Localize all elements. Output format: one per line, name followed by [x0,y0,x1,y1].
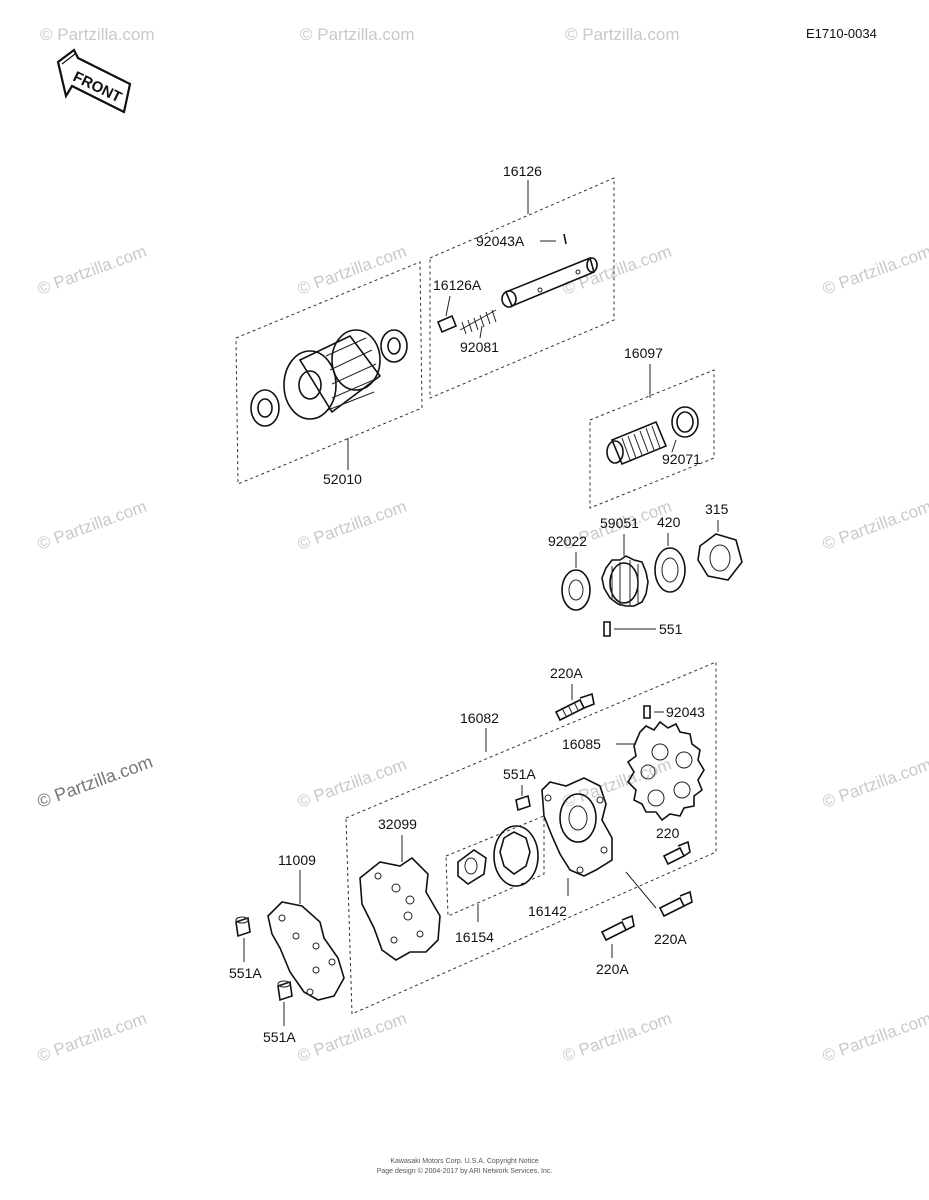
footer-copyright: Kawasaki Motors Corp. U.S.A. Copyright N… [390,1158,539,1165]
leader-16126A [445,295,451,317]
label-16085: 16085 [562,736,601,752]
oil-filter-part [250,329,408,427]
bolt-220-part [662,840,691,866]
watermark: © Partzilla.com [295,497,409,554]
label-16126A: 16126A [433,277,482,293]
label-16097: 16097 [624,345,663,361]
watermark: © Partzilla.com [35,1009,149,1066]
label-220A-top: 220A [550,665,583,681]
watermark: © Partzilla.com [35,497,149,554]
footer-page-design: Page design © 2004-2017 by ARI Network S… [376,1168,553,1175]
label-220A-bottom: 220A [596,961,629,977]
watermark: © Partzilla.com [295,1009,409,1066]
label-551A-mid: 551A [503,766,536,782]
watermark: © Partzilla.com [295,242,409,299]
label-11009: 11009 [278,852,316,868]
group-16097-box [589,369,715,509]
label-220A-right: 220A [654,931,687,947]
label-52010: 52010 [323,471,362,487]
label-32099: 32099 [378,816,417,832]
leader-92071 [671,439,677,453]
watermark: © Partzilla.com [820,755,929,812]
label-420: 420 [657,514,681,530]
watermark: © Partzilla.com [35,242,149,299]
label-315: 315 [705,501,729,517]
washer-92022-part [561,569,591,611]
leader-92081 [479,325,483,339]
watermark: © Partzilla.com [820,1009,929,1066]
gear-59051-part [601,555,649,607]
watermark: © Partzilla.com [295,755,409,812]
pin-551A-left-part [235,916,251,938]
gasket-11009-part [267,901,345,1001]
label-59051: 59051 [600,515,639,531]
bolt-220A-right-part [658,890,693,918]
pump-body-16142-part [541,777,613,877]
pin-92043-part [643,705,651,719]
label-92081: 92081 [460,339,499,355]
watermark: © Partzilla.com [560,1009,674,1066]
label-92022: 92022 [548,533,587,549]
relief-valve-part [436,233,598,335]
watermark: © Partzilla.com [560,755,674,812]
nut-315-part [697,533,743,581]
oil-screen-part [606,406,699,466]
label-92043A: 92043A [476,233,525,249]
watermark: © Partzilla.com [565,25,680,44]
watermark: © Partzilla.com [820,242,929,299]
label-220: 220 [656,825,680,841]
plate-32099-part [359,856,441,961]
label-92071: 92071 [662,451,701,467]
label-16082: 16082 [460,710,499,726]
sprocket-16085-part [626,720,705,822]
watermark: © Partzilla.com [40,25,155,44]
label-92043: 92043 [666,704,705,720]
rotor-16154-part [457,825,539,887]
label-551A-bottom: 551A [263,1029,296,1045]
watermark: © Partzilla.com [300,25,415,44]
pin-551-part [603,621,611,637]
group-16154-box [445,815,545,917]
bolt-220A-bottom-part [600,914,635,942]
watermark-layer: © Partzilla.com © Partzilla.com © Partzi… [35,25,929,1066]
bolt-220A-top-part [554,692,595,722]
label-551A-left: 551A [229,965,262,981]
label-16126: 16126 [503,163,542,179]
watermark: © Partzilla.com [820,497,929,554]
document-id: E1710-0034 [806,26,877,41]
label-551: 551 [659,621,683,637]
label-16142: 16142 [528,903,567,919]
watermark: © Partzilla.com [35,751,156,811]
front-arrow-icon: FRONT [56,48,132,114]
label-16154: 16154 [455,929,494,945]
washer-420-part [654,547,686,593]
leader-220A-right [625,871,657,909]
group-52010-box [235,261,423,485]
pin-551A-bottom-part [277,980,293,1002]
pin-551A-mid-part [515,794,531,812]
group-16126-box [429,177,615,399]
